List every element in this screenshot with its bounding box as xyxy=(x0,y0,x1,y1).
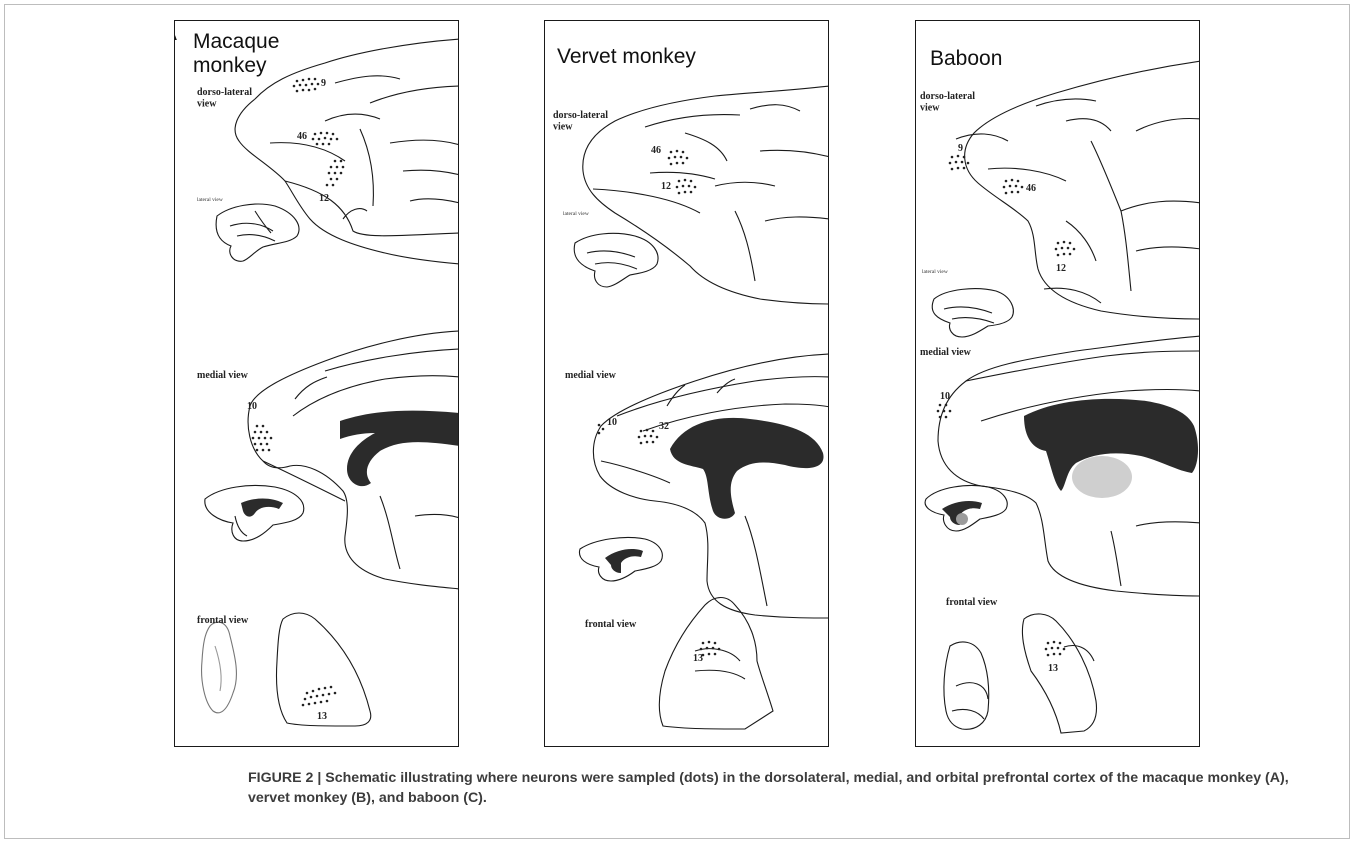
area-label-13-a: 13 xyxy=(317,711,327,722)
medial-view-label-a: medial view xyxy=(197,370,249,381)
dots-area-10-a xyxy=(252,425,273,452)
panel-a-drawing: dorso-lateralview lateral view medial vi… xyxy=(175,21,459,747)
corpus-callosum-a-small xyxy=(241,499,283,517)
area-label-9-c: 9 xyxy=(958,143,963,154)
dots-area-13-c xyxy=(1045,641,1066,657)
frontal-view-label-b: frontal view xyxy=(585,619,637,630)
dorsolateral-view-label-a: dorso-lateralview xyxy=(197,87,252,110)
dots-area-9-c xyxy=(949,155,970,171)
panel-c-drawing: dorso-lateralview lateral view medial vi… xyxy=(916,21,1200,747)
species-name-c: Baboon xyxy=(930,47,1002,71)
medial-view-label-b: medial view xyxy=(565,370,617,381)
dot-clusters-a xyxy=(252,78,345,707)
dots-area-12-c xyxy=(1055,241,1076,257)
area-label-46-b: 46 xyxy=(651,145,661,156)
dots-area-10-c xyxy=(937,404,952,419)
frontal-view-label-a: frontal view xyxy=(197,615,249,626)
panel-b: dorso-lateralview lateral view medial vi… xyxy=(544,20,829,747)
frontal-view-label-c: frontal view xyxy=(946,597,998,608)
area-label-12-c: 12 xyxy=(1056,263,1066,274)
dots-area-46-b xyxy=(668,150,689,166)
area-label-12-a: 12 xyxy=(319,193,329,204)
area-label-13-c: 13 xyxy=(1048,663,1058,674)
lateral-view-label-b: lateral view xyxy=(563,211,589,217)
area-label-13-b: 13 xyxy=(693,653,703,664)
lateral-view-label-a: lateral view xyxy=(197,197,223,203)
dots-area-46-a xyxy=(312,132,339,146)
area-label-10-b: 10 xyxy=(607,417,617,428)
corpus-callosum-a xyxy=(340,411,459,487)
panel-c: dorso-lateralview lateral view medial vi… xyxy=(915,20,1200,747)
panel-letter-a: A xyxy=(174,25,177,45)
corpus-callosum-b xyxy=(670,418,824,519)
dots-area-13-a xyxy=(302,686,337,707)
dots-area-12-b xyxy=(676,179,697,195)
panel-a: dorso-lateralview lateral view medial vi… xyxy=(174,20,459,747)
thalamus-c xyxy=(1072,456,1132,498)
area-label-46-c: 46 xyxy=(1026,183,1036,194)
dots-area-9-a xyxy=(293,78,320,93)
species-name-a: Macaque monkey xyxy=(193,30,279,78)
dots-area-12-a xyxy=(326,160,345,187)
figure-caption: FIGURE 2 | Schematic illustrating where … xyxy=(248,768,1328,808)
dots-area-46-c xyxy=(1003,179,1024,195)
area-label-32-b: 32 xyxy=(659,421,669,432)
panel-b-drawing: dorso-lateralview lateral view medial vi… xyxy=(545,21,829,747)
medial-view-label-c: medial view xyxy=(920,347,972,358)
dorsolateral-view-label-b: dorso-lateralview xyxy=(553,110,608,133)
dots-area-32-b xyxy=(638,429,659,445)
dorsolateral-view-label-c: dorso-lateralview xyxy=(920,91,975,114)
area-label-10-c: 10 xyxy=(940,391,950,402)
area-label-12-b: 12 xyxy=(661,181,671,192)
area-label-9-a: 9 xyxy=(321,78,326,89)
area-label-10-a: 10 xyxy=(247,401,257,412)
species-name-b: Vervet monkey xyxy=(557,45,696,69)
area-label-46-a: 46 xyxy=(297,131,307,142)
corpus-callosum-b-small xyxy=(605,549,643,573)
lateral-view-label-c: lateral view xyxy=(922,269,948,275)
